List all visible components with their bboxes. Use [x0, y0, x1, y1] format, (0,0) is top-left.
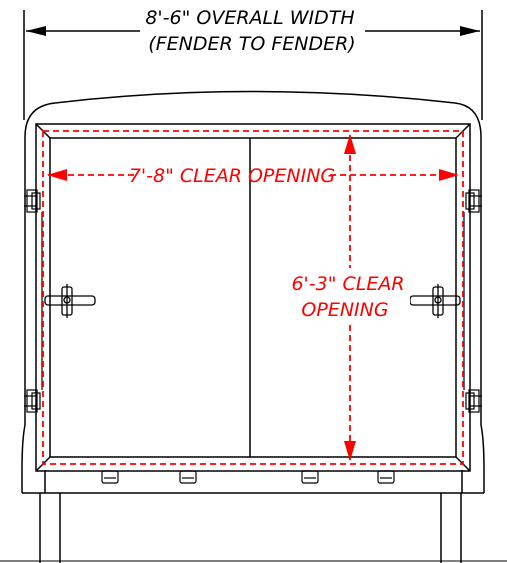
door-frame-outer	[35, 123, 471, 472]
bottom-light-1	[101, 470, 119, 484]
bottom-light-4	[377, 470, 395, 484]
overall-width-label: 8'-6" OVERALL WIDTH	[145, 7, 354, 29]
right-fender	[480, 424, 485, 493]
hinge-right-top	[465, 189, 482, 213]
clear-height-label: 6'-3" CLEAR	[291, 273, 404, 295]
arrowhead-right	[460, 26, 480, 36]
clear-width-dimension	[47, 169, 459, 181]
left-fender	[21, 424, 26, 493]
trailer-body	[21, 90, 485, 563]
clear-height-label-backdrop	[290, 268, 410, 324]
hinge-left-top	[24, 189, 41, 213]
bottom-light-2	[179, 470, 197, 484]
arrowhead-left	[26, 26, 46, 36]
clear-width-label: 7'-8" CLEAR OPENING	[129, 165, 335, 187]
hinge-right-bottom	[465, 389, 482, 413]
door-frame-inner	[49, 137, 457, 458]
latch-right	[409, 284, 461, 318]
clear-height-arrow-top	[344, 134, 356, 154]
hinge-left-bottom	[24, 389, 41, 413]
overall-width-sublabel: (FENDER TO FENDER)	[148, 33, 355, 55]
bottom-light-3	[301, 470, 319, 484]
clear-height-sublabel: OPENING	[301, 299, 388, 321]
clear-width-arrow-left	[47, 169, 67, 181]
latch-left	[44, 284, 96, 318]
roof-outline	[24, 90, 482, 138]
clear-width-arrow-right	[439, 169, 459, 181]
clear-height-arrow-bottom	[344, 441, 356, 461]
clear-opening-outline	[42, 130, 464, 465]
